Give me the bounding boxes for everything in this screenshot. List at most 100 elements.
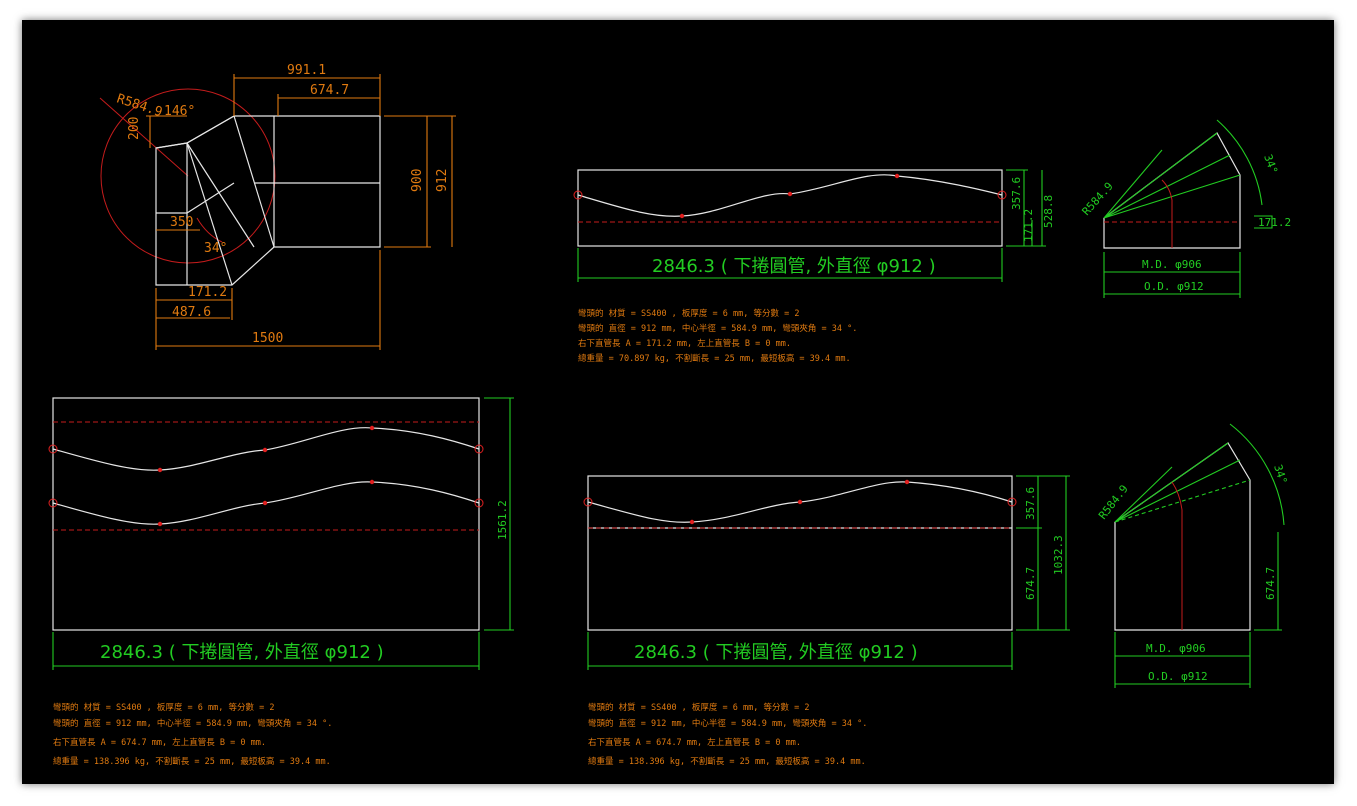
top-side-radius-line: [1103, 149, 1163, 219]
top-note-3: 右下直管長 A = 171.2 mm, 左上直管長 B = 0 mm.: [578, 338, 791, 349]
left-notes: 彎頭的 材質 = SS400 , 板厚度 = 6 mm, 等分數 = 2 彎頭的…: [53, 702, 332, 767]
cad-canvas[interactable]: R584.9 146° 200 991.1 674.7 900 912 350 …: [22, 20, 1334, 784]
top-side-small-label: 171.2: [1258, 216, 1291, 229]
left-note-4: 總重量 = 138.396 kg, 不割斷長 = 25 mm, 最短板高 = 3…: [53, 756, 331, 767]
right-dim-1032-label: 1032.3: [1052, 535, 1065, 575]
right-note-4: 總重量 = 138.396 kg, 不割斷長 = 25 mm, 最短板高 = 3…: [588, 756, 866, 767]
left-note-2: 彎頭的 直徑 = 912 mm, 中心半徑 = 584.9 mm, 彎頭夾角 =…: [53, 718, 332, 729]
top-curve-end-right: [997, 190, 1007, 200]
right-side-angle-label: 34°: [1271, 463, 1290, 486]
right-side-od-label: O.D. φ912: [1148, 670, 1208, 683]
right-width-dim: [587, 632, 1013, 670]
top-side-md-label: M.D. φ906: [1142, 258, 1202, 271]
top-curve-end-left: [573, 190, 583, 200]
right-note-2: 彎頭的 直徑 = 912 mm, 中心半徑 = 584.9 mm, 彎頭夾角 =…: [588, 718, 867, 729]
right-side-radius-label: R584.9: [1096, 483, 1131, 522]
dim-674-line: [277, 94, 380, 116]
right-curve-end: [583, 497, 593, 507]
left-curve-point: [369, 425, 375, 431]
right-dim-674-label: 674.7: [1024, 567, 1037, 600]
left-curve-point: [157, 521, 163, 527]
top-curve-point: [679, 213, 685, 219]
top-side-md-dim: [1103, 252, 1241, 276]
right-side-height-dim: [1254, 532, 1282, 631]
right-curve-point: [689, 519, 695, 525]
top-curve-point: [787, 191, 793, 197]
elbow-seg1: [155, 142, 188, 285]
right-side-center-arc: [1171, 481, 1183, 630]
left-height-label: 1561.2: [496, 500, 509, 540]
dim-991-line: [233, 74, 381, 116]
top-side-view: R584.9 34° 171.2 M.D. φ906 O.D. φ912: [1080, 119, 1291, 298]
dim-912-label: 912: [435, 169, 450, 192]
elbow-assembly: R584.9 146° 200 991.1 674.7 900 912 350 …: [99, 63, 456, 350]
right-pattern: 2846.3 ( 下捲圓管, 外直徑 φ912 ) 357.6 674.7 10…: [583, 475, 1070, 670]
left-curve-point: [157, 467, 163, 473]
top-note-1: 彎頭的 材質 = SS400 , 板厚度 = 6 mm, 等分數 = 2: [578, 308, 799, 319]
dim-1500-label: 1500: [252, 331, 283, 346]
dim-171-label: 171.2: [188, 285, 227, 300]
left-curve-point: [262, 447, 268, 453]
top-side-od-label: O.D. φ912: [1144, 280, 1204, 293]
radius-label: R584.9: [115, 92, 164, 121]
top-side-radius-label: R584.9: [1080, 180, 1116, 218]
left-width-dim: [52, 632, 480, 670]
elbow-mid2: [156, 182, 235, 214]
top-note-2: 彎頭的 直徑 = 912 mm, 中心半徑 = 584.9 mm, 彎頭夾角 =…: [578, 323, 857, 334]
dim-900-line: [384, 115, 431, 248]
left-curve-point: [369, 479, 375, 485]
right-curve-end: [1007, 497, 1017, 507]
right-notes: 彎頭的 材質 = SS400 , 板厚度 = 6 mm, 等分數 = 2 彎頭的…: [588, 702, 867, 767]
top-width-dim: [577, 248, 1003, 282]
dim-171-line: [155, 288, 233, 350]
bend-radius-circle: [100, 88, 276, 264]
right-curve-point: [904, 479, 910, 485]
right-pattern-rect: [587, 475, 1013, 631]
dim-1500-line: [156, 250, 381, 350]
dim-991-label: 991.1: [287, 63, 326, 78]
right-side-segments: [1114, 442, 1241, 523]
angle-label: 146°: [164, 104, 195, 119]
left-curve-end: [48, 444, 58, 454]
elbow-diag2: [186, 142, 255, 248]
dim-350-label: 350: [170, 215, 193, 230]
right-side-height-label: 674.7: [1264, 567, 1277, 600]
dim-674-label: 674.7: [310, 83, 349, 98]
right-side-angle-arc: [1229, 423, 1285, 526]
top-side-angle-arc: [1216, 119, 1263, 206]
left-note-1: 彎頭的 材質 = SS400 , 板厚度 = 6 mm, 等分數 = 2: [53, 702, 274, 713]
dim-200-line: [146, 115, 187, 148]
top-dim-528-label: 528.8: [1042, 195, 1055, 228]
top-pattern: 2846.3 ( 下捲圓管, 外直徑 φ912 ) 357.6 171.2 52…: [573, 169, 1055, 282]
right-side-radius-line: [1114, 466, 1173, 523]
right-dim-1032: [1042, 475, 1070, 631]
right-side-view: R584.9 34° 674.7 M.D. φ906 O.D. φ912: [1096, 423, 1290, 688]
left-curve-point: [262, 500, 268, 506]
top-dim-357-label: 357.6: [1010, 177, 1023, 210]
left-pattern-rect: [52, 397, 480, 631]
top-width-label: 2846.3 ( 下捲圓管, 外直徑 φ912 ): [652, 256, 936, 277]
dim-200-label: 200: [127, 117, 142, 140]
top-notes: 彎頭的 材質 = SS400 , 板厚度 = 6 mm, 等分數 = 2 彎頭的…: [578, 308, 857, 364]
top-side-angle-label: 34°: [1261, 153, 1280, 176]
right-dim-357-label: 357.6: [1024, 487, 1037, 520]
right-dim-674: [1016, 528, 1042, 631]
top-note-4: 總重量 = 70.897 kg, 不割斷長 = 25 mm, 最短板高 = 39…: [578, 353, 851, 364]
top-curve-point: [894, 173, 900, 179]
left-width-label: 2846.3 ( 下捲圓管, 外直徑 φ912 ): [100, 642, 384, 663]
left-note-3: 右下直管長 A = 674.7 mm, 左上直管長 B = 0 mm.: [53, 737, 266, 748]
right-side-od-dim: [1114, 660, 1251, 688]
top-side-center-arc: [1161, 179, 1173, 248]
left-height-dim: [484, 397, 514, 631]
angle-arc: [196, 217, 223, 243]
top-dim-171-label: 171.2: [1022, 209, 1035, 242]
left-curve-end: [48, 498, 58, 508]
dim-487-label: 487.6: [172, 305, 211, 320]
right-note-1: 彎頭的 材質 = SS400 , 板厚度 = 6 mm, 等分數 = 2: [588, 702, 809, 713]
right-width-label: 2846.3 ( 下捲圓管, 外直徑 φ912 ): [634, 642, 918, 663]
right-side-md-label: M.D. φ906: [1146, 642, 1206, 655]
left-curve-end: [474, 498, 484, 508]
elbow-diag1: [186, 142, 233, 286]
right-side-md-dim: [1114, 632, 1251, 660]
dim-900-label: 900: [410, 169, 425, 192]
